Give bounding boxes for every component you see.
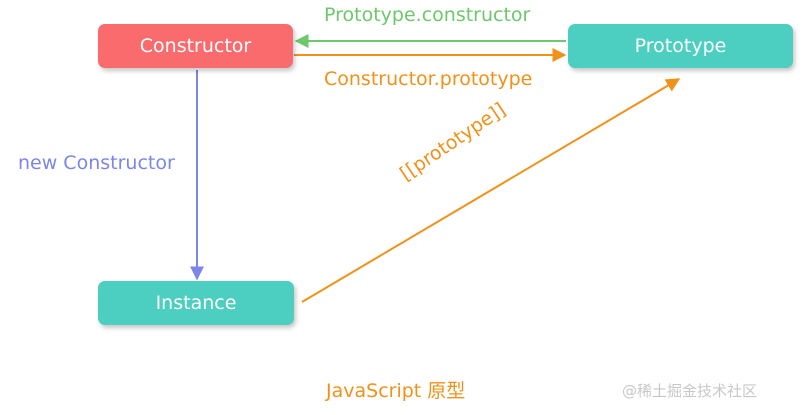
prototype-node-label: Prototype: [634, 35, 727, 57]
constructor-prototype-label: Constructor.prototype: [324, 68, 533, 90]
new-constructor-label: new Constructor: [18, 152, 175, 174]
instance-node-label: Instance: [155, 292, 237, 314]
constructor-node: Constructor: [98, 24, 293, 68]
diagram-caption: JavaScript 原型: [326, 380, 466, 402]
dunder-prototype-arrow: [301, 78, 681, 303]
prototype-node: Prototype: [568, 24, 793, 68]
constructor-node-label: Constructor: [139, 35, 252, 57]
prototype-constructor-label: Prototype.constructor: [324, 4, 531, 26]
instance-node: Instance: [98, 281, 294, 325]
watermark: @稀土掘金技术社区: [622, 382, 758, 400]
